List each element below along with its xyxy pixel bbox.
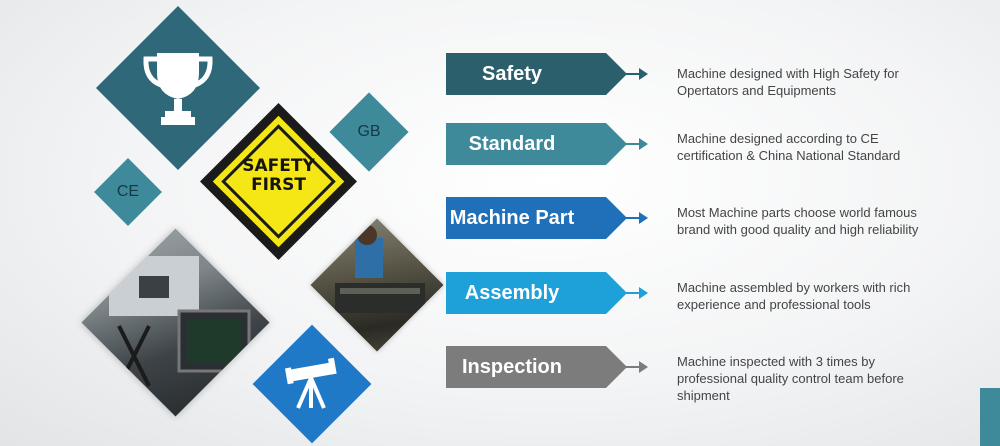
telescope-icon: [284, 357, 337, 409]
arrow-standard: [606, 138, 648, 150]
banner-inspection: Inspection: [446, 346, 627, 388]
arrow-assembly: [606, 287, 648, 299]
desc-safety: Machine designed with High Safety for Op…: [677, 66, 899, 98]
corner-accent: [980, 388, 1000, 446]
telescope-diamond: [252, 324, 372, 444]
machine-photo: [81, 228, 270, 417]
trophy-diamond: [95, 5, 261, 171]
ce-label: CE: [116, 183, 140, 200]
banner-safety: Safety: [446, 53, 627, 95]
desc-inspection: Machine inspected with 3 times by profes…: [677, 354, 904, 403]
banner-machine-part: Machine Part: [446, 197, 627, 239]
safety-sign-text: SAFETY FIRST: [242, 156, 315, 195]
worker-photo: [310, 218, 444, 352]
gb-label: GB: [357, 123, 381, 140]
desc-machine-part: Most Machine parts choose world famous b…: [677, 205, 919, 237]
banner-assembly: Assembly: [446, 272, 627, 314]
arrow-machine-part: [606, 212, 648, 224]
ce-badge: CE: [94, 158, 162, 226]
arrow-safety: [606, 68, 648, 80]
desc-assembly: Machine assembled by workers with rich e…: [677, 280, 911, 312]
desc-standard: Machine designed according to CE certifi…: [677, 131, 901, 163]
banner-standard: Standard: [446, 123, 627, 165]
gb-badge: GB: [329, 92, 409, 172]
trophy-icon: [143, 53, 213, 125]
arrow-inspection: [606, 361, 648, 373]
